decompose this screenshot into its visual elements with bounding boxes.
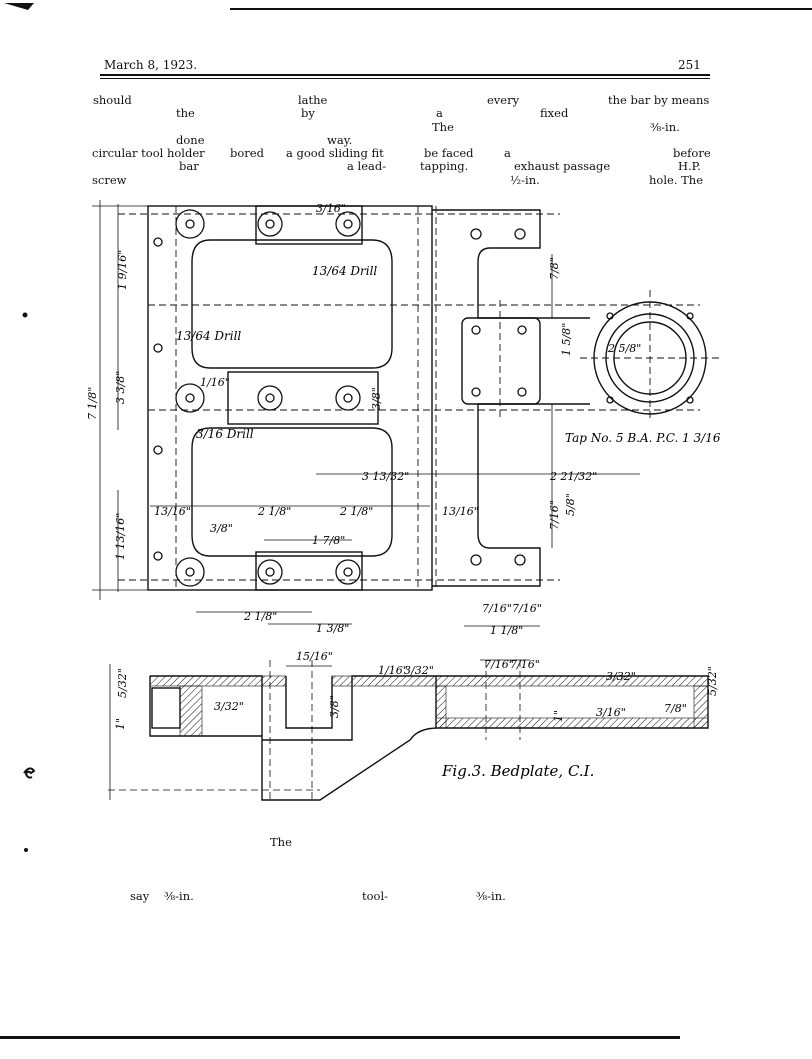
dim-label: 7/8" bbox=[548, 257, 561, 280]
text-fragment: ½-in. bbox=[510, 173, 540, 187]
dim-label: 13/16" bbox=[154, 505, 191, 518]
text-fragment: way. bbox=[327, 133, 353, 147]
text-fragment: hole. The bbox=[649, 173, 704, 187]
text-fragment: H.P. bbox=[678, 159, 701, 173]
text-fragment: a bbox=[436, 106, 443, 120]
tap-note: Tap No. 5 B.A. P.C. 1 3/16 bbox=[565, 431, 721, 445]
drill-note-top: 13/64 Drill bbox=[312, 264, 377, 278]
text-fragment: tool- bbox=[362, 889, 389, 903]
text-fragment: a good sliding fit bbox=[286, 146, 384, 160]
text-fragment: should bbox=[93, 93, 132, 107]
dim-label: 3/32" bbox=[404, 664, 434, 677]
dim-label: 7/16" bbox=[548, 500, 561, 530]
figure-caption: Fig.3. Bedplate, C.I. bbox=[441, 762, 594, 780]
dim-label: 1 5/8" bbox=[560, 323, 573, 356]
dim-label: 1" bbox=[552, 710, 565, 722]
text-fragment: bored bbox=[230, 146, 264, 160]
page-date: March 8, 1923. bbox=[104, 58, 198, 72]
dim-label: 1/16" bbox=[200, 376, 230, 389]
dim-label: 3/8" bbox=[328, 695, 341, 718]
text-fragment: tapping. bbox=[420, 159, 469, 173]
text-fragment: say bbox=[130, 889, 150, 903]
margin-marks bbox=[22, 312, 36, 852]
dim-label: 1 7/8" bbox=[312, 534, 345, 547]
text-fragment: lathe bbox=[298, 93, 328, 107]
lower-pocket bbox=[191, 427, 393, 557]
dim-label: 15/16" bbox=[296, 650, 333, 663]
exhaust-boss bbox=[461, 317, 541, 405]
dim-label: 5/32" bbox=[116, 668, 129, 698]
dim-label: 7/16" bbox=[512, 602, 542, 615]
plate-outline bbox=[147, 205, 433, 591]
dim-label: 1 3/8" bbox=[316, 622, 349, 635]
text-fragment: ⅜-in. bbox=[164, 889, 194, 903]
dim-label: 3 3/8" bbox=[114, 371, 127, 404]
text-fragment: exhaust passage bbox=[514, 159, 611, 173]
text-fragment: every bbox=[487, 93, 520, 107]
dim-label: 7/8" bbox=[664, 702, 687, 715]
dim-label: 3 13/32" bbox=[362, 470, 409, 483]
text-fragment: done bbox=[176, 133, 205, 147]
text-fragment: screw bbox=[92, 173, 127, 187]
top-boss bbox=[255, 205, 363, 245]
dim-label: 1" bbox=[114, 718, 127, 730]
text-fragment: a lead- bbox=[347, 159, 387, 173]
top-rule bbox=[4, 3, 812, 10]
dim-label: 2 1/8" bbox=[339, 505, 373, 518]
dim-label: 13/16" bbox=[442, 505, 479, 518]
text-fragment: before bbox=[673, 146, 711, 160]
dim-label: 2 1/8" bbox=[243, 610, 277, 623]
bottom-boss bbox=[255, 551, 363, 591]
dim-label: 2 5/8" bbox=[607, 342, 641, 355]
dim-label: 2 21/32" bbox=[549, 470, 597, 483]
text-fragment: ⅜-in. bbox=[476, 889, 506, 903]
dim-label: 1 9/16" bbox=[116, 250, 129, 290]
drill-note-mid: 3/16 Drill bbox=[196, 427, 254, 441]
header-rule bbox=[100, 74, 710, 76]
text-fragment: ⅜-in. bbox=[650, 120, 680, 134]
drill-note-left: 13/64 Drill bbox=[176, 329, 241, 343]
dim-label: 2 1/8" bbox=[257, 505, 291, 518]
text-fragment: circular tool holder bbox=[92, 146, 205, 160]
upper-pocket bbox=[191, 239, 393, 369]
dim-label: 5/8" bbox=[564, 493, 577, 516]
text-fragment: a bbox=[504, 146, 511, 160]
text-fragment: be faced bbox=[424, 146, 474, 160]
text-fragment: the bar by means bbox=[608, 93, 710, 107]
text-fragment: The bbox=[270, 835, 292, 849]
dim-label: 5/32" bbox=[706, 666, 719, 696]
text-fragment: bar bbox=[179, 159, 199, 173]
dim-label: 3/16" bbox=[316, 202, 346, 215]
dim-label: 3/8" bbox=[210, 522, 233, 535]
bottom-rule bbox=[0, 1036, 680, 1039]
dim-label: 3/32" bbox=[214, 700, 244, 713]
dim-label: 7/16" bbox=[484, 658, 514, 671]
dim-label: 1 13/16" bbox=[114, 513, 127, 560]
text-fragment: the bbox=[176, 106, 195, 120]
header-rule-thin bbox=[100, 78, 710, 79]
dim-label: 1 1/8" bbox=[490, 624, 523, 637]
text-fragment: The bbox=[432, 120, 454, 134]
page-number: 251 bbox=[678, 58, 701, 72]
dim-label: 3/32" bbox=[606, 670, 636, 683]
dim-label: 7/16" bbox=[482, 602, 512, 615]
dim-label: 7/16" bbox=[510, 658, 540, 671]
dim-label: 3/8" bbox=[370, 387, 383, 410]
dim-label: 1/16" bbox=[378, 664, 408, 677]
text-fragment: fixed bbox=[540, 106, 569, 120]
dim-label: 7 1/8" bbox=[86, 387, 99, 420]
middle-boss bbox=[227, 371, 379, 425]
dim-label: 3/16" bbox=[596, 706, 626, 719]
text-fragment: by bbox=[301, 106, 315, 120]
